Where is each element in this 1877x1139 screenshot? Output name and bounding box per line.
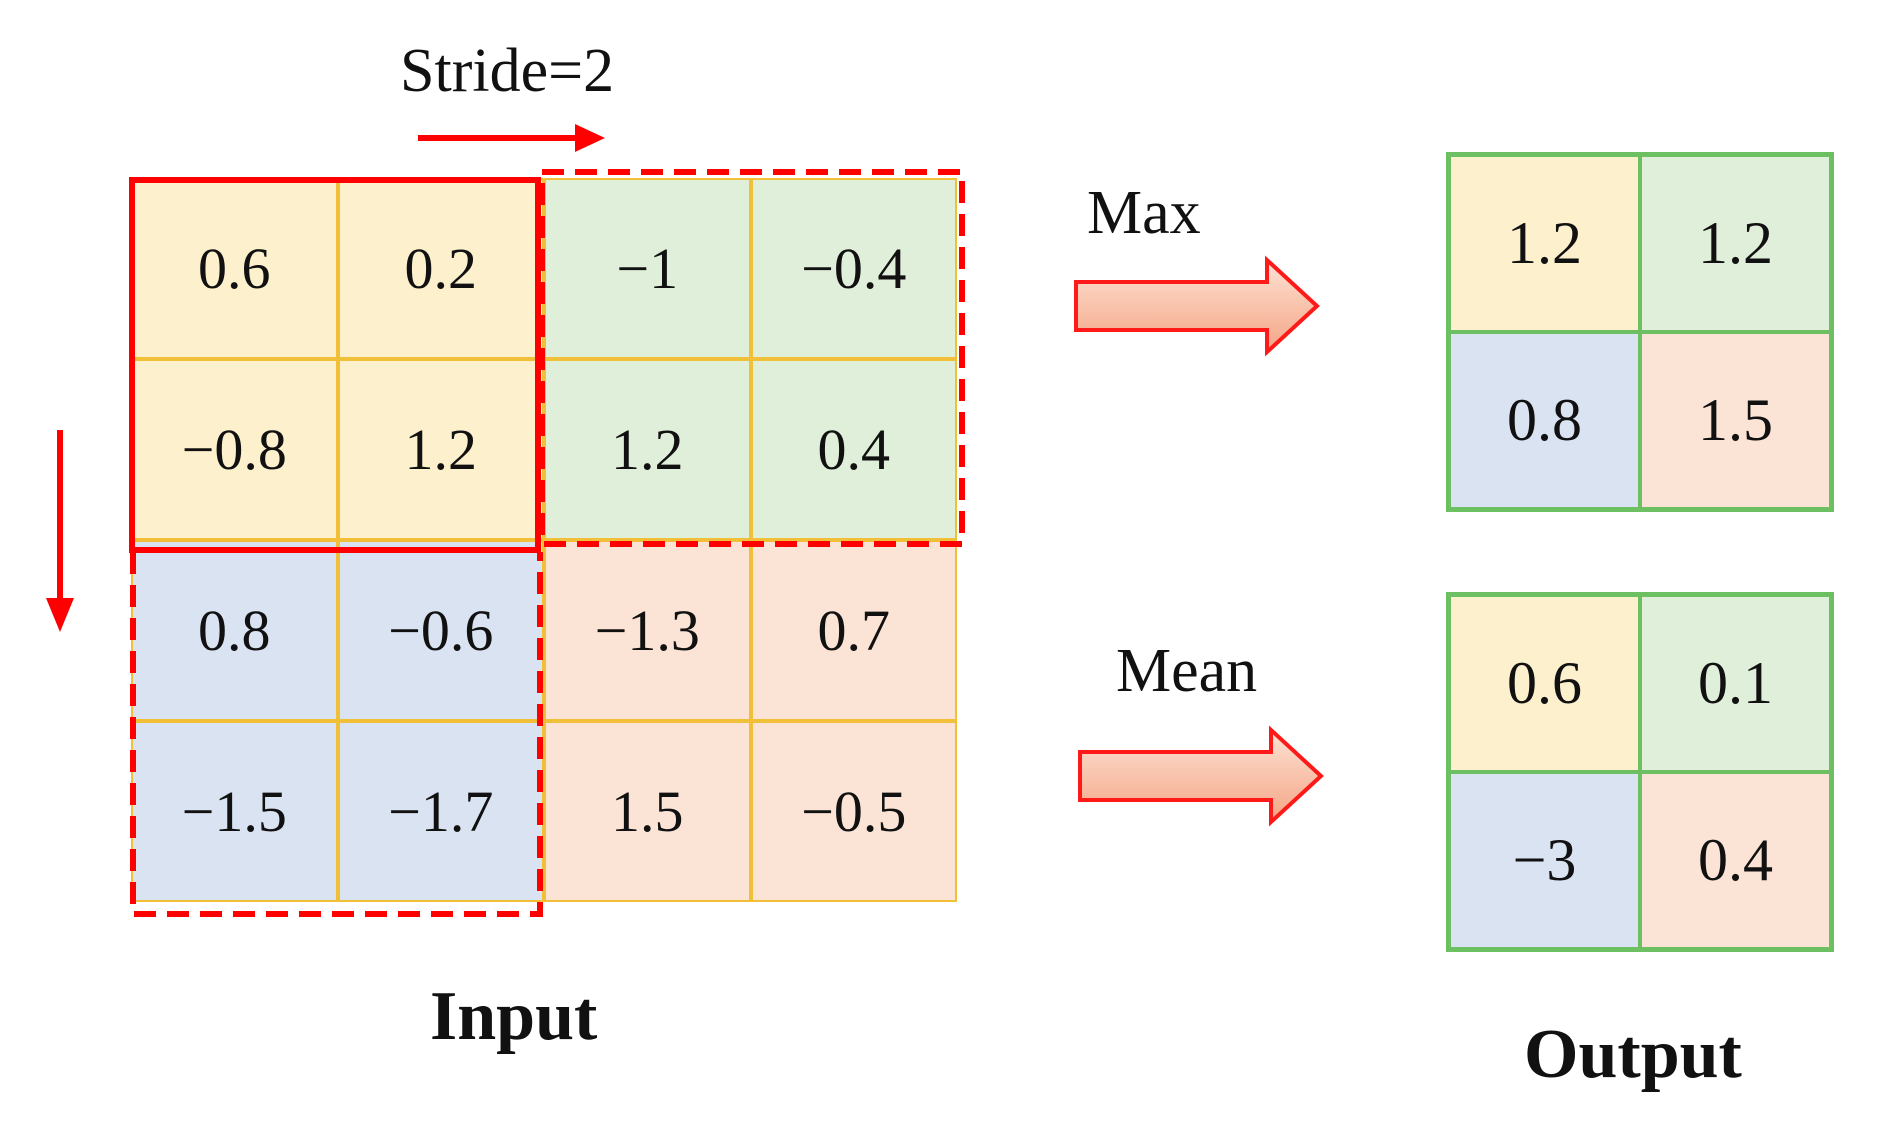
output-mean-cell-r1c2: 0.1 [1640, 595, 1831, 772]
mean-arrow [1078, 725, 1324, 827]
max-arrow [1074, 255, 1320, 357]
output-mean-cell-r2c1: −3 [1449, 772, 1640, 949]
output-max-cell-r1c1: 1.2 [1449, 155, 1640, 332]
input-cell-r3c3: −1.3 [544, 540, 751, 721]
output-label: Output [1524, 1016, 1742, 1093]
input-grid: 0.6 0.2 −1 −0.4 −0.8 1.2 1.2 0.4 0.8 −0.… [131, 178, 957, 902]
input-cell-r2c2: 1.2 [337, 359, 544, 540]
stride-right-arrow [418, 124, 605, 152]
input-cell-r1c4: −0.4 [750, 178, 957, 359]
pool-window-active [129, 177, 541, 553]
input-cell-r2c3: 1.2 [544, 359, 751, 540]
output-max-grid: 1.2 1.2 0.8 1.5 [1446, 152, 1834, 512]
pool-window-right-dashed [539, 169, 965, 547]
input-cell-r4c4: −0.5 [750, 721, 957, 902]
input-label: Input [430, 978, 598, 1055]
output-max-cell-r1c2: 1.2 [1640, 155, 1831, 332]
input-cell-r2c4: 0.4 [750, 359, 957, 540]
output-mean-grid: 0.6 0.1 −3 0.4 [1446, 592, 1834, 952]
stride-label: Stride=2 [400, 37, 615, 105]
input-cell-r3c1: 0.8 [131, 540, 338, 721]
input-cell-r3c2: −0.6 [337, 540, 544, 721]
output-mean-cell-r1c1: 0.6 [1449, 595, 1640, 772]
max-label: Max [1087, 179, 1201, 247]
mean-label: Mean [1116, 637, 1258, 705]
stride-down-arrow [46, 430, 74, 632]
input-cell-r3c4: 0.7 [750, 540, 957, 721]
output-mean-cell-r2c2: 0.4 [1640, 772, 1831, 949]
output-max-cell-r2c1: 0.8 [1449, 332, 1640, 509]
output-max-cell-r2c2: 1.5 [1640, 332, 1831, 509]
input-cell-r4c1: −1.5 [131, 721, 338, 902]
input-cell-r1c1: 0.6 [131, 178, 338, 359]
input-cell-r2c1: −0.8 [131, 359, 338, 540]
pool-window-bottom-dashed [130, 552, 543, 917]
input-cell-r4c2: −1.7 [337, 721, 544, 902]
input-cell-r4c3: 1.5 [544, 721, 751, 902]
